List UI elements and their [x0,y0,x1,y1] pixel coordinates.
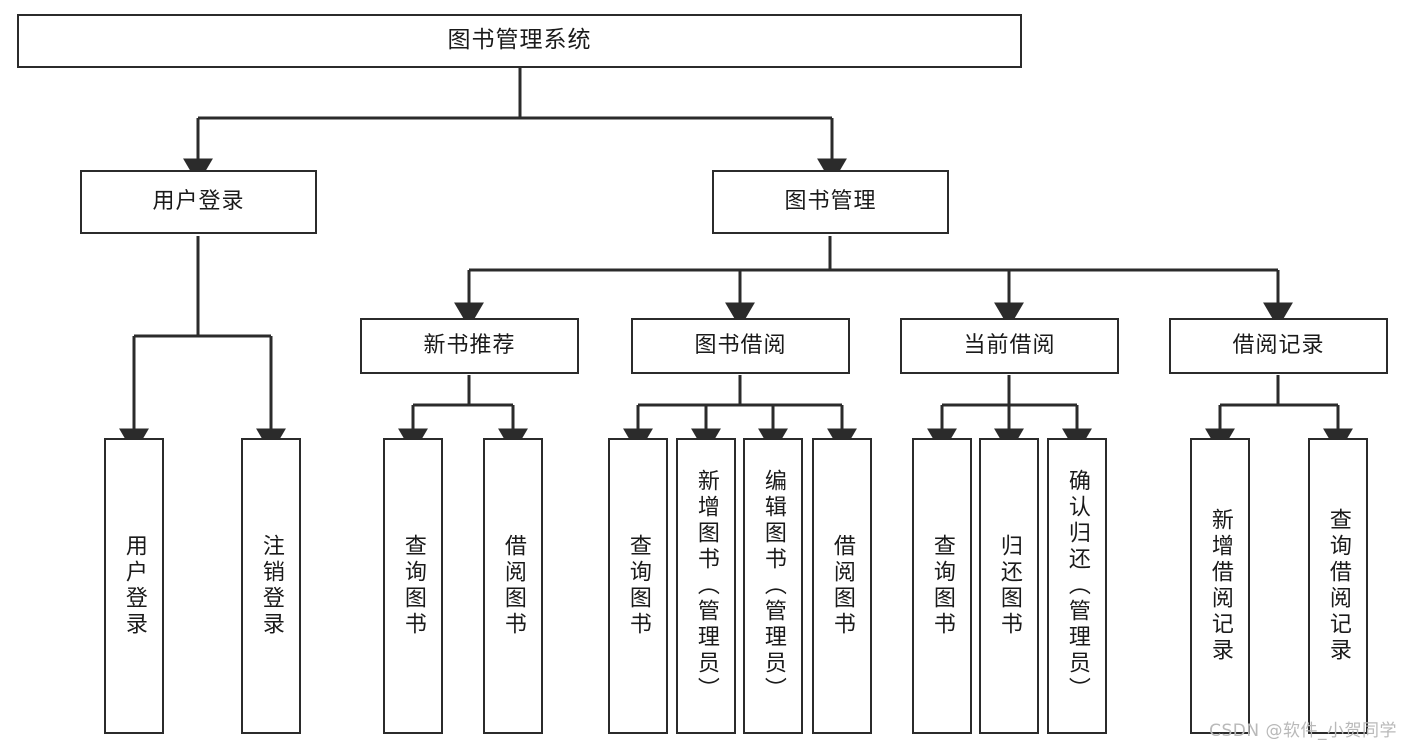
node-book-borrowing[interactable]: 图书借阅 [631,318,850,374]
node-leaf-query-borrow-record[interactable]: 查询借阅记录 [1308,438,1368,734]
node-leaf-user-login[interactable]: 用户登录 [104,438,164,734]
node-leaf-query-book-new-rec[interactable]: 查询图书 [383,438,443,734]
node-borrowing-record[interactable]: 借阅记录 [1169,318,1388,374]
node-leaf-add-borrow-record[interactable]: 新增借阅记录 [1190,438,1250,734]
node-leaf-borrow-book-borrowing[interactable]: 借阅图书 [812,438,872,734]
node-leaf-logout[interactable]: 注销登录 [241,438,301,734]
node-root-book-management-system[interactable]: 图书管理系统 [17,14,1022,68]
node-user-login[interactable]: 用户登录 [80,170,317,234]
node-leaf-confirm-return-admin[interactable]: 确认归还（管理员） [1047,438,1107,734]
node-leaf-return-book[interactable]: 归还图书 [979,438,1039,734]
node-leaf-query-book-current[interactable]: 查询图书 [912,438,972,734]
node-current-borrowing[interactable]: 当前借阅 [900,318,1119,374]
node-leaf-edit-book-admin[interactable]: 编辑图书（管理员） [743,438,803,734]
node-leaf-add-book-admin[interactable]: 新增图书（管理员） [676,438,736,734]
node-leaf-query-book-borrowing[interactable]: 查询图书 [608,438,668,734]
node-book-management[interactable]: 图书管理 [712,170,949,234]
node-leaf-borrow-book-new-rec[interactable]: 借阅图书 [483,438,543,734]
node-new-book-recommendation[interactable]: 新书推荐 [360,318,579,374]
